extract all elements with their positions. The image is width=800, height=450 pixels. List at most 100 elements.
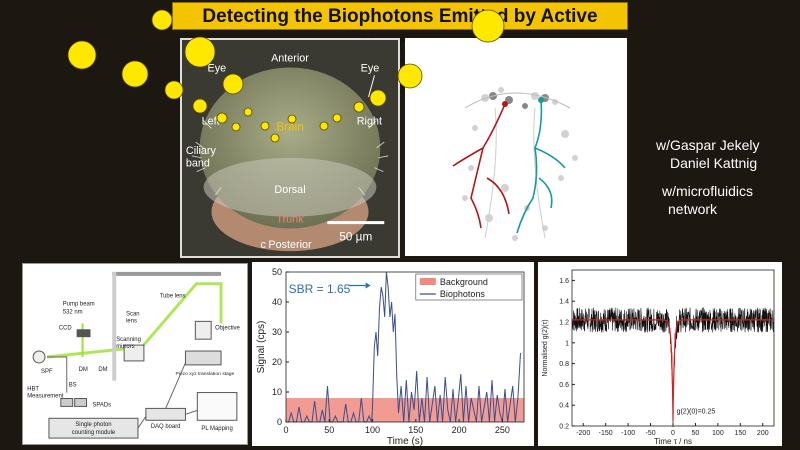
biophoton-series-line <box>286 271 521 423</box>
label-objective: Objective <box>215 325 240 331</box>
label-scale: 50 µm <box>339 230 372 243</box>
photon-layer <box>67 9 505 143</box>
label-pl-mapping: PL Mapping <box>201 426 232 432</box>
x-tick-label: 100 <box>712 430 724 437</box>
photon-dot <box>270 133 280 143</box>
x-tick-label: -100 <box>621 430 635 437</box>
credit-line: network <box>668 201 718 217</box>
legend-label-background: Background <box>440 277 488 287</box>
legend-swatch-background <box>419 278 436 285</box>
x-tick-label: -200 <box>576 430 590 437</box>
photon-dot <box>231 122 241 132</box>
label-posterior: Posterior <box>268 239 312 251</box>
label-pump-beam: Pump beam <box>63 302 95 308</box>
pl-mapping-screen <box>196 392 238 421</box>
photon-dot <box>67 40 97 70</box>
label-ciliary: Ciliary <box>186 145 217 157</box>
optical-setup-diagram: Pump beam 532 nm CCD DM DM Tube lens Sca… <box>22 263 248 445</box>
y-tick-label: 1 <box>565 340 569 347</box>
photon-dot <box>319 121 329 131</box>
label-piezo: Piezo xyz translation stage <box>176 371 235 377</box>
y-axis-label: Normalised g(2)(τ) <box>542 319 549 376</box>
x-tick-label: -150 <box>599 430 613 437</box>
objective-box <box>194 320 212 340</box>
photon-dot <box>216 112 228 124</box>
chart-background <box>538 262 782 446</box>
photon-dot <box>260 121 270 131</box>
x-axis-label: Time (s) <box>387 436 423 446</box>
photon-dot <box>151 9 173 31</box>
label-scanning: Scanning <box>116 337 141 343</box>
plot-frame <box>285 271 525 423</box>
photon-dot <box>471 9 505 43</box>
label-scan: Scan <box>126 311 140 317</box>
x-tick-label: 50 <box>692 430 700 437</box>
label-spads: SPADs <box>92 402 111 408</box>
x-tick-label: 50 <box>324 425 334 435</box>
label-bs: BS <box>69 383 77 389</box>
neuron-cyan <box>516 99 566 234</box>
label-counting-module: counting module <box>72 430 116 436</box>
y-tick-label: 0 <box>277 417 282 427</box>
label-single-photon: Single photon <box>75 422 111 428</box>
sbr-annotation: SBR = 1.65 <box>289 282 351 296</box>
ccd-box <box>76 329 91 338</box>
stage-box <box>184 350 222 366</box>
g2-noisy-series <box>571 307 775 428</box>
photon-dot <box>184 36 216 68</box>
photon-dot <box>369 89 387 107</box>
g2-fit-line <box>572 319 774 421</box>
y-tick-label: 1.2 <box>559 320 569 327</box>
label-ccd: CCD <box>59 325 72 331</box>
x-tick-label: 100 <box>365 425 380 435</box>
label-tube-lens: Tube lens <box>160 294 186 300</box>
credits-text: w/Gaspar Jekely Daniel Kattnig w/microfl… <box>656 136 796 218</box>
x-tick-label: 150 <box>734 430 746 437</box>
photon-dot <box>121 60 149 88</box>
sbr-arrowhead <box>365 282 371 289</box>
label-eye-left: Eye <box>208 62 227 74</box>
legend-label-biophotons: Biophotons <box>440 289 486 299</box>
g2-annotation: g(2)(0)=0.25 <box>677 409 716 416</box>
label-measurement: Measurement <box>27 394 64 400</box>
photon-dot <box>397 63 423 89</box>
label-left: Left <box>202 115 220 127</box>
photon-dot <box>192 98 208 114</box>
y-tick-label: 1.4 <box>559 299 569 306</box>
neuron-red <box>452 103 510 229</box>
x-tick-label: -50 <box>645 430 655 437</box>
label-brain: Brain <box>276 120 303 133</box>
y-tick-label: 0.8 <box>559 361 569 368</box>
label-spf: SPF <box>41 369 53 375</box>
label-daq: DAQ board <box>151 424 181 430</box>
photon-dot <box>222 73 244 95</box>
photon-dot <box>353 101 365 113</box>
label-dm1: DM <box>79 367 88 373</box>
label-panel-letter: c <box>261 239 267 251</box>
x-tick-label: 250 <box>495 425 510 435</box>
y-tick-label: 40 <box>272 297 282 307</box>
neuron-reconstruction <box>405 38 627 256</box>
credit-line: Daniel Kattnig <box>670 155 758 171</box>
y-tick-label: 0.4 <box>559 403 569 410</box>
label-dm2: DM <box>98 367 107 373</box>
photon-dot <box>243 107 253 117</box>
y-tick-label: 0.2 <box>559 424 569 431</box>
x-tick-label: 0 <box>283 425 288 435</box>
y-tick-label: 20 <box>272 357 282 367</box>
label-wavelength: 532 nm <box>63 309 83 315</box>
y-tick-label: 0.6 <box>559 382 569 389</box>
y-tick-label: 50 <box>272 267 282 277</box>
label-mirrors: mirrors <box>116 344 134 350</box>
x-tick-label: 0 <box>671 430 675 437</box>
photon-group <box>67 9 505 143</box>
x-axis-label: Time τ / ns <box>654 437 692 446</box>
label-right: Right <box>357 115 382 127</box>
y-tick-label: 10 <box>272 387 282 397</box>
credit-line: w/Gaspar Jekely <box>656 137 760 153</box>
y-axis-label: Signal (cps) <box>256 321 267 374</box>
larva-micrograph: Anterior Eye Eye Left Right Brain Ciliar… <box>180 38 400 258</box>
y-tick-label: 30 <box>272 327 282 337</box>
